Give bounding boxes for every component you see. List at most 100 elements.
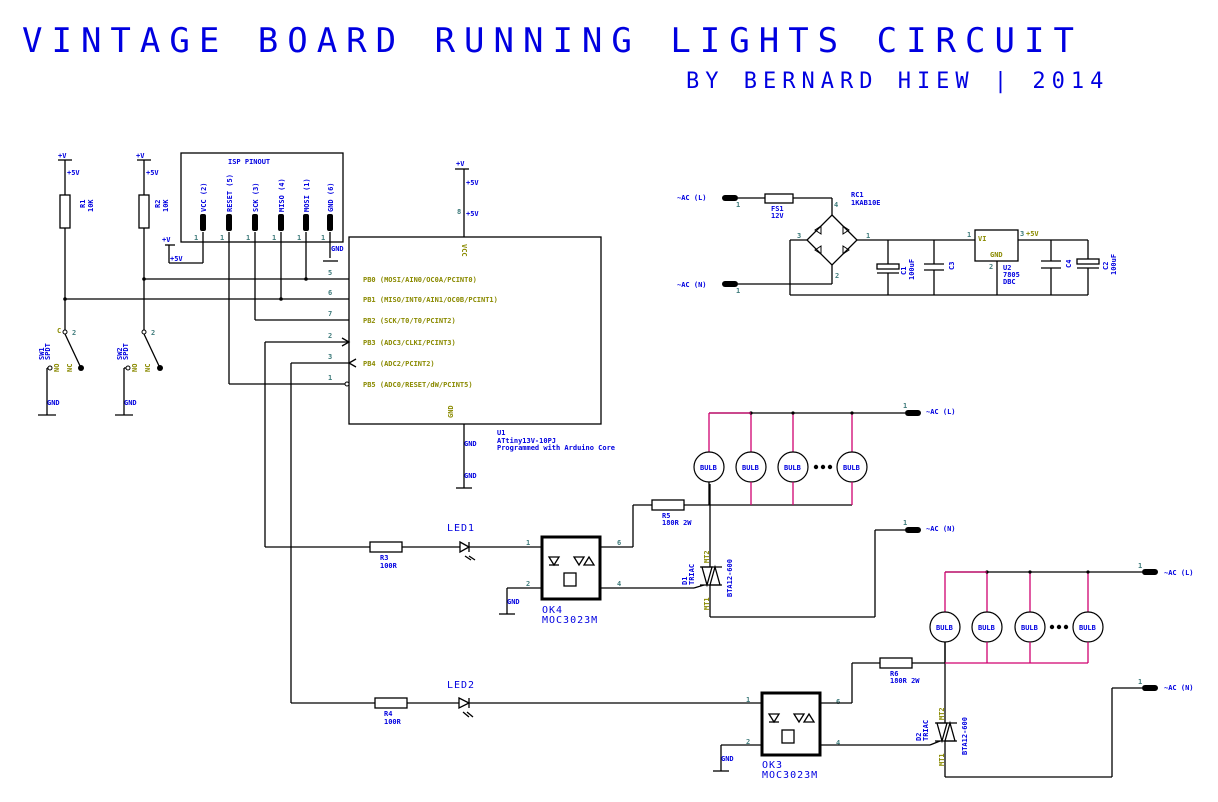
- isp-pin: [327, 214, 333, 231]
- d1-part: BTA12-600: [726, 559, 734, 597]
- ok3-ref: OK3: [762, 760, 783, 771]
- r1-ref: R1: [79, 200, 87, 208]
- ok4-pin1: 1: [526, 539, 530, 547]
- d1-ref: D1: [681, 577, 689, 585]
- sw1-no: NO: [53, 364, 61, 372]
- led2-ref: LED2: [447, 680, 475, 691]
- r2-ref: R2: [154, 200, 162, 208]
- ok4-part: MOC3023M: [542, 615, 598, 626]
- fuse-value: 12V: [771, 212, 784, 220]
- bulb-label: BULB: [1021, 624, 1038, 632]
- d2-mt2: MT2: [938, 707, 946, 720]
- isp-pin-number: 1: [272, 234, 276, 242]
- d1-type: TRIAC: [688, 564, 696, 585]
- ch2-ac-l-pin: 1: [1138, 562, 1142, 570]
- bridge-part: 1KAB10E: [851, 199, 881, 207]
- bridge-ref: RC1: [851, 191, 864, 199]
- junction-dot: [1028, 570, 1032, 574]
- c1-ref: C1: [900, 267, 908, 275]
- ok3-pin4: 4: [836, 739, 840, 747]
- reg-pkg: DBC: [1003, 278, 1016, 286]
- psu-ac-n-pin: 1: [736, 287, 740, 295]
- bulb-label: BULB: [936, 624, 953, 632]
- psu-ac-l-label: ~AC (L): [677, 194, 707, 202]
- r6-ref: R6: [890, 670, 898, 678]
- r4-ref: R4: [384, 710, 392, 718]
- psu-ac-l-pin: 1: [736, 201, 740, 209]
- ch2-ac-n-label: ~AC (N): [1164, 684, 1194, 692]
- mcu-pin-label: PB4 (ADC2/PCINT2): [363, 360, 435, 368]
- led1-ref: LED1: [447, 523, 475, 534]
- sw2-no: NO: [131, 364, 139, 372]
- mcu-pin-label: PB3 (ADC3/CLKI/PCINT3): [363, 339, 456, 347]
- mcu-pin-number: 3: [328, 353, 332, 361]
- bridge-pin3: 3: [797, 232, 801, 240]
- bulb-label: BULB: [742, 464, 759, 472]
- d2-mt1: MT1: [938, 753, 946, 766]
- sw1-switch: 2 C GND SW1 SPDT NO NC: [38, 327, 84, 416]
- r4-value: 100R: [384, 718, 402, 726]
- r1-value: 10K: [87, 199, 95, 212]
- ok4-pin4: 4: [617, 580, 621, 588]
- sw1-pin2: 2: [72, 329, 76, 337]
- isp-pin-label: MISO (4): [278, 178, 286, 212]
- isp-pin-number: 1: [194, 234, 198, 242]
- bulb-label: BULB: [843, 464, 860, 472]
- d2-part: BTA12-600: [961, 717, 969, 755]
- mcu-v5b: +5V: [466, 210, 479, 218]
- mcu-pin-label: PB2 (SCK/T0/T0/PCINT2): [363, 317, 456, 325]
- mcu-pin-number: 2: [328, 332, 332, 340]
- isp-pin: [200, 214, 206, 231]
- r6-value: 180R 2W: [890, 677, 920, 685]
- ellipsis-dot: [820, 464, 826, 470]
- mcu-pin-number: 1: [328, 374, 332, 382]
- c3-ref: C3: [948, 262, 956, 270]
- isp-v5: +5V: [170, 255, 183, 263]
- d2-type: TRIAC: [922, 720, 930, 741]
- sw1-nc: NC: [66, 364, 74, 372]
- ch2-ac-n-pin: 1: [1138, 678, 1142, 686]
- sw1-ref: SW1: [38, 347, 46, 360]
- power-supply: ~AC (L) 1 FS1 12V RC1 1KAB10E 4 3 1 2 ~A…: [677, 191, 1118, 296]
- mcu-pin-number: 7: [328, 310, 332, 318]
- vplus-label: +V: [58, 152, 67, 160]
- sw1-c: C: [57, 327, 61, 335]
- ellipsis-dot: [827, 464, 833, 470]
- ch1-ac-l-pin: 1: [903, 402, 907, 410]
- mcu-pin-number: 5: [328, 269, 332, 277]
- mcu-note: Programmed with Arduino Core: [497, 444, 615, 452]
- isp-title: ISP PINOUT: [228, 158, 270, 166]
- schematic-title: VINTAGE BOARD RUNNING LIGHTS CIRCUIT: [22, 21, 1083, 61]
- reg-pin2: 2: [989, 263, 993, 271]
- mcu-part: ATtiny13V-10PJ: [497, 437, 556, 445]
- mcu-gnd-a: GND: [464, 440, 477, 448]
- mcu-gnd-b: GND: [464, 472, 477, 480]
- mcu-pin-number: 6: [328, 289, 332, 297]
- ok4-pin2: 2: [526, 580, 530, 588]
- mcu-pin8: 8: [457, 208, 461, 216]
- bulb-label: BULB: [700, 464, 717, 472]
- ok3-pin6: 6: [836, 698, 840, 706]
- d1-mt1: MT1: [703, 597, 711, 610]
- fuse-ref: FS1: [771, 205, 784, 213]
- isp-pin: [226, 214, 232, 231]
- ok4-gnd: GND: [507, 598, 520, 606]
- junction-dot: [1086, 570, 1090, 574]
- bridge-pin2: 2: [835, 272, 839, 280]
- isp-pin: [278, 214, 284, 231]
- ok3-gnd: GND: [721, 755, 734, 763]
- sw2-ref: SW2: [116, 347, 124, 360]
- mcu-v5a: +5V: [466, 179, 479, 187]
- bulb-label: BULB: [978, 624, 995, 632]
- isp-gnd: GND: [331, 245, 344, 253]
- d1-mt2: MT2: [703, 550, 711, 563]
- isp-pin-label: RESET (5): [226, 174, 234, 212]
- r5-value: 180R 2W: [662, 519, 692, 527]
- sw2-gnd-label: GND: [124, 399, 137, 407]
- mcu-gnd: GND: [447, 405, 455, 418]
- mcu-vcc: VCC: [460, 244, 468, 257]
- ellipsis-dot: [1056, 624, 1062, 630]
- isp-pin-label: VCC (2): [200, 182, 208, 212]
- ch1-ac-l-label: ~AC (L): [926, 408, 956, 416]
- ok4-ref: OK4: [542, 605, 563, 616]
